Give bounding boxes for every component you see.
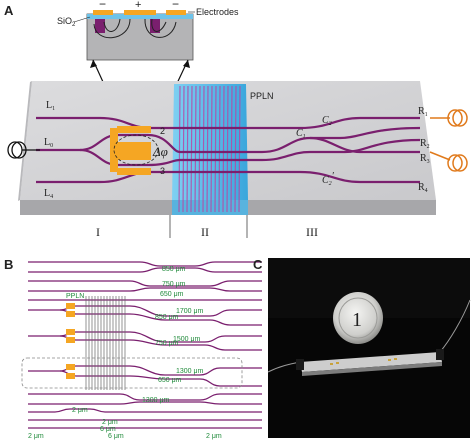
inset-sio2-label: SiO2 bbox=[57, 16, 76, 28]
inset-minus-left: − bbox=[99, 0, 106, 11]
dim-label: 750 μm bbox=[155, 340, 179, 347]
port-r1-label: R1 bbox=[418, 106, 428, 118]
photo-fiber-right bbox=[439, 299, 471, 353]
dim-label: 2 μm bbox=[72, 407, 88, 414]
dim-label: 650 μm bbox=[158, 377, 182, 384]
input-fiber-coil bbox=[7, 141, 40, 159]
arm-3-label: 3 bbox=[160, 166, 165, 176]
modulator-electrodes bbox=[110, 126, 151, 175]
waveguide-l1 bbox=[36, 116, 420, 130]
modulator-highlight bbox=[113, 134, 159, 166]
waveguide-to-r2 bbox=[261, 138, 421, 162]
ppln-label: PPLN bbox=[250, 91, 274, 101]
inset-electrodes-label: Electrodes bbox=[196, 7, 239, 17]
waveguide-l4 bbox=[36, 170, 420, 184]
dim-label: 1300 μm bbox=[176, 368, 204, 375]
output-fiber-coil-top bbox=[430, 109, 468, 127]
dim-label: 850 μm bbox=[155, 314, 179, 321]
coupler-c1-label: C1 bbox=[296, 128, 306, 140]
dim-label: 2 μm bbox=[206, 433, 222, 440]
inset-electrode-right bbox=[166, 10, 186, 15]
layout-ppln-label: PPLN bbox=[66, 293, 84, 300]
dim-label: 2 μm bbox=[102, 419, 118, 426]
dim-label: 6 μm bbox=[108, 433, 124, 440]
port-r4-label: R4 bbox=[418, 182, 428, 194]
panel-a-letter: A bbox=[4, 3, 14, 18]
layout-highlight-box bbox=[21, 357, 243, 389]
waveguide-to-r3 bbox=[309, 136, 420, 154]
dim-label: 1500 μm bbox=[173, 336, 201, 343]
output-fiber-coil-bottom bbox=[429, 151, 468, 172]
port-r3-label: R3 bbox=[420, 153, 430, 165]
dim-label: 1300 μm bbox=[142, 397, 170, 404]
layout-electrodes bbox=[66, 303, 75, 379]
waveguide-to-r2-upper bbox=[261, 126, 421, 154]
ppln-region bbox=[172, 84, 248, 215]
port-l4-label: L4 bbox=[44, 188, 53, 200]
dim-label: 2 μm bbox=[28, 433, 44, 440]
layout-dimension-labels: 850 μm 750 μm 650 μm 850 μm 1700 μm 750 … bbox=[28, 266, 222, 440]
coupler-c2-prime-label: C2′ bbox=[322, 171, 335, 187]
waveguide-arm-2 bbox=[36, 133, 262, 154]
section-i-label: I bbox=[96, 225, 100, 239]
inset-minus-right: − bbox=[172, 0, 179, 11]
waveguide-arm-3 bbox=[79, 148, 262, 167]
dim-label: 850 μm bbox=[162, 266, 186, 273]
electrode-inset bbox=[86, 10, 194, 61]
photo-coin-numeral: 1 bbox=[352, 309, 362, 331]
port-l0-label: L0 bbox=[44, 137, 53, 149]
coupler-c2-label: C2 bbox=[322, 115, 332, 127]
delta-phi-label: Δφ bbox=[152, 144, 168, 159]
inset-electrode-middle bbox=[124, 10, 156, 15]
dim-label: 1700 μm bbox=[176, 308, 204, 315]
inset-electrode-left bbox=[93, 10, 113, 15]
photo-coin bbox=[333, 292, 383, 344]
layout-ppln-grating bbox=[85, 296, 126, 390]
dim-label: 6 μm bbox=[100, 426, 116, 433]
inset-waveguide-right bbox=[150, 19, 160, 33]
photo-packaged-chip bbox=[296, 349, 444, 376]
panel-a-letter-bg bbox=[2, 2, 17, 16]
waveguide-network bbox=[36, 116, 421, 184]
panel-b-letter: B bbox=[4, 257, 13, 272]
section-ii-label: II bbox=[201, 225, 209, 239]
dim-label: 650 μm bbox=[160, 291, 184, 298]
arm-2-label: 2 bbox=[160, 126, 165, 136]
inset-sio2-layer bbox=[87, 14, 193, 19]
inset-waveguide-left bbox=[95, 19, 105, 33]
inset-plus: + bbox=[135, 0, 141, 11]
section-iii-label: III bbox=[306, 225, 318, 239]
panel-c-letter: C bbox=[253, 257, 263, 272]
dim-label: 750 μm bbox=[162, 281, 186, 288]
port-l1-label: L1 bbox=[46, 100, 55, 112]
layout-waveguides bbox=[28, 261, 262, 429]
port-r2-label: R2 bbox=[420, 138, 430, 150]
